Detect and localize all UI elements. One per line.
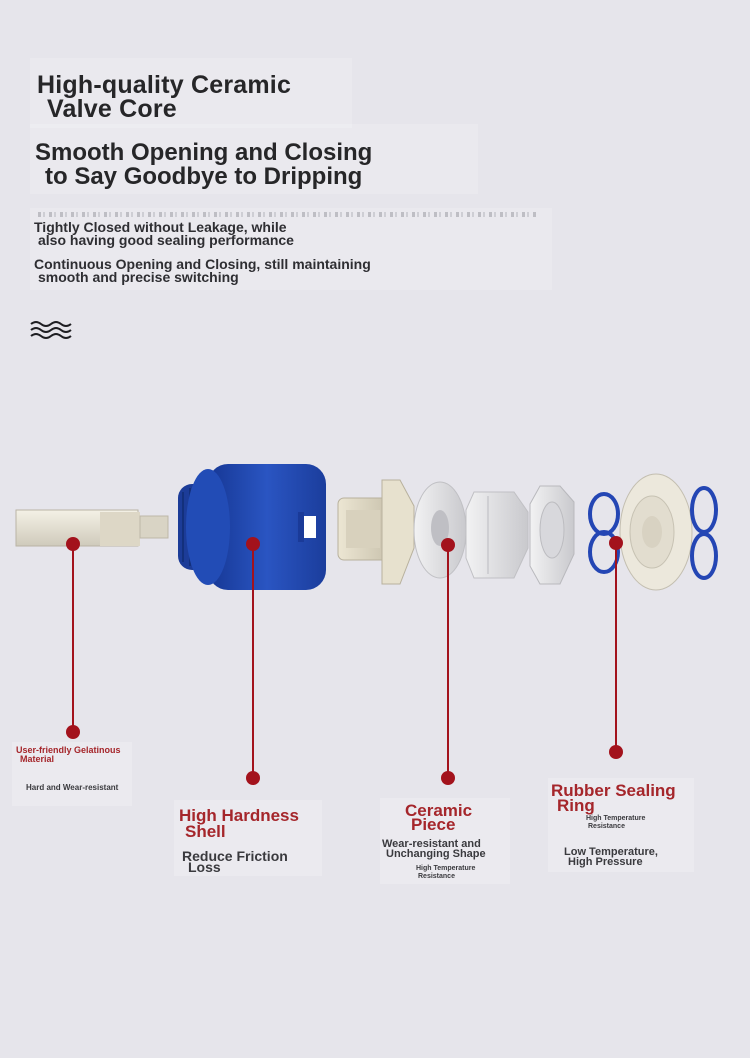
shell-sub-line2: Loss <box>188 859 221 875</box>
page-title-line2: Valve Core <box>47 95 177 123</box>
gel-title-line1: User-friendly Gelatinous <box>16 745 121 755</box>
ceramic-tiny-line2: Resistance <box>418 873 455 880</box>
features-panel <box>30 208 552 290</box>
feature-1-line1: Tightly Closed without Leakage, while <box>34 219 287 235</box>
sleeve-part <box>337 479 415 585</box>
gel-sub: Hard and Wear-resistant <box>26 783 119 792</box>
feature-1-line2: also having good sealing performance <box>38 232 294 248</box>
rubber-sub-line2: High Pressure <box>568 856 643 868</box>
gel-label-card <box>12 742 132 806</box>
page-title-line1: High-quality Ceramic <box>37 71 292 99</box>
rubber-title-line1: Rubber Sealing <box>551 781 676 800</box>
page-subtitle-line1: Smooth Opening and Closing <box>35 139 373 166</box>
ceramic-disc-3 <box>529 485 575 585</box>
rubber-tiny-line1: High Temperature <box>586 815 646 822</box>
rubber-label-card <box>548 778 694 872</box>
page-subtitle-line2: to Say Goodbye to Dripping <box>45 163 363 190</box>
ceramic-disc-2 <box>465 491 529 579</box>
callout-dots <box>66 536 623 785</box>
callout-lines <box>72 543 617 778</box>
subtitle-panel <box>30 124 478 194</box>
ceramic-title-line2: Piece <box>411 815 456 834</box>
ceramic-sub-line2: Unchanging Shape <box>386 848 486 860</box>
rubber-title-line2: Ring <box>557 796 595 815</box>
shell-sub-line1: Reduce Friction <box>182 848 288 864</box>
ceramic-sub-line1: Wear-resistant and <box>382 838 481 850</box>
ceramic-label-card <box>380 798 510 884</box>
ceramic-disc-1 <box>413 481 467 579</box>
rubber-tiny-line2: Resistance <box>588 823 625 830</box>
shell-label-card <box>174 800 322 876</box>
gel-title-line2: Material <box>20 754 55 764</box>
shell-title-line2: Shell <box>185 822 226 841</box>
ceramic-tiny-line1: High Temperature <box>416 865 476 872</box>
blue-shell-part <box>178 464 326 590</box>
rubber-ring-1 <box>588 492 620 574</box>
ceramic-title-line1: Ceramic <box>405 801 473 820</box>
rubber-sub-line1: Low Temperature, <box>564 846 658 858</box>
shell-title-line1: High Hardness <box>179 806 299 825</box>
title-panel <box>30 58 352 128</box>
rubber-ring-2 <box>690 486 718 580</box>
feature-2-line2: smooth and precise switching <box>38 269 239 285</box>
noise-divider <box>38 212 538 217</box>
feature-2-line1: Continuous Opening and Closing, still ma… <box>34 256 371 272</box>
stem-part <box>15 509 169 547</box>
base-part <box>619 473 693 591</box>
